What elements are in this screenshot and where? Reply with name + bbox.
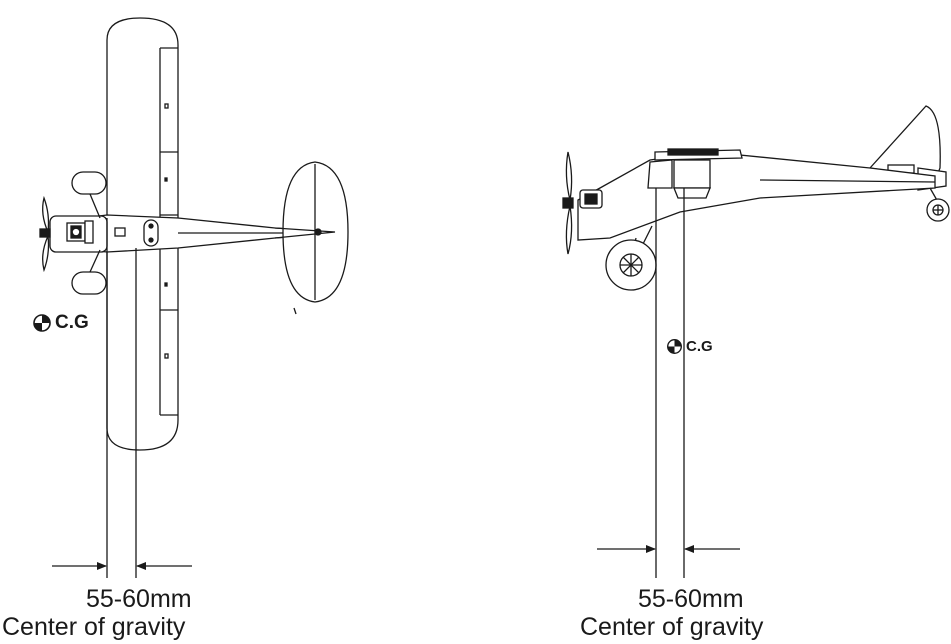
left-wheel-top	[71, 171, 107, 195]
right-cg-text: C.G	[686, 338, 713, 355]
top-view-airplane	[39, 17, 349, 451]
left-cg-label: C.G	[32, 312, 89, 334]
cg-symbol-icon	[667, 339, 682, 354]
propeller-icon	[39, 195, 51, 273]
vertical-tail	[868, 105, 941, 179]
cg-symbol-icon	[33, 314, 51, 332]
right-range-unit: mm	[701, 585, 744, 613]
right-caption: Center of gravity	[580, 613, 764, 641]
left-cg-text: C.G	[55, 312, 89, 333]
left-range-unit: mm	[149, 585, 192, 613]
right-range-value: 55-60	[638, 585, 702, 613]
side-view-airplane	[562, 105, 950, 291]
right-cg-label: C.G	[666, 338, 713, 355]
left-cg-lines	[52, 218, 192, 578]
right-cg-lines	[597, 188, 740, 578]
right-wheel-top	[71, 271, 107, 295]
left-range-value: 55-60	[86, 585, 150, 613]
right-range-label: 55-60mm	[638, 585, 744, 614]
left-caption: Center of gravity	[2, 613, 186, 641]
left-range-label: 55-60mm	[86, 585, 192, 614]
propeller-icon	[562, 151, 574, 255]
